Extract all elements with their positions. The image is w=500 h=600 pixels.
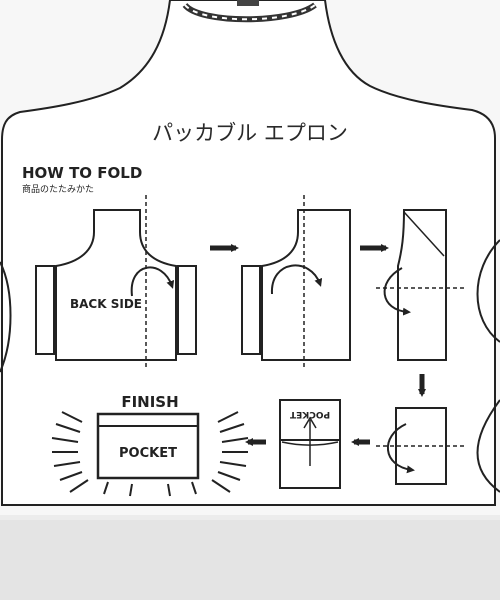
finish-label: FINISH [121, 393, 178, 411]
tag-title: パッカブル エプロン [152, 121, 348, 145]
finish-pocket-label: POCKET [119, 446, 177, 461]
how-to-fold-subtitle: 商品のたたみかた [22, 183, 94, 195]
back-side-label: BACK SIDE [70, 297, 142, 311]
pocket-upside-down-label: POCKET [289, 409, 330, 419]
how-to-fold-heading: HOW TO FOLD [22, 164, 142, 182]
